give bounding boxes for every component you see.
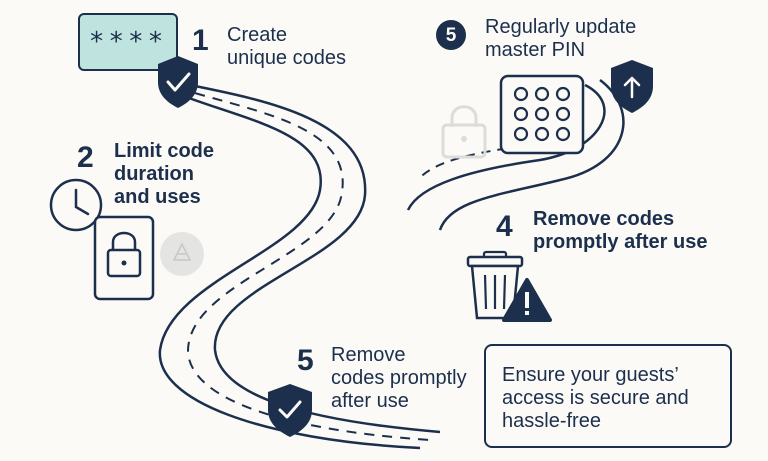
callout-box: Ensure your guests’ access is secure and… bbox=[484, 344, 732, 448]
masked-code: **** bbox=[88, 27, 168, 57]
step-5b-number: 5 bbox=[297, 344, 314, 377]
code-field-illustration: **** bbox=[78, 13, 178, 71]
step-5-badge: 5 bbox=[436, 20, 466, 50]
step-5b-label: Remove codes promptly after use bbox=[331, 344, 467, 412]
step-4-number: 4 bbox=[496, 210, 513, 243]
step-2-label: Limit code duration and uses bbox=[114, 140, 215, 208]
step-2-number: 2 bbox=[77, 141, 94, 174]
step-1-label: Create unique codes bbox=[227, 24, 346, 69]
callout-text: Ensure your guests’ access is secure and… bbox=[502, 364, 689, 432]
step-5-label: Regularly update master PIN bbox=[485, 16, 637, 61]
step-4-label: Remove codes promptly after use bbox=[533, 208, 708, 253]
step-1-number: 1 bbox=[192, 24, 209, 57]
